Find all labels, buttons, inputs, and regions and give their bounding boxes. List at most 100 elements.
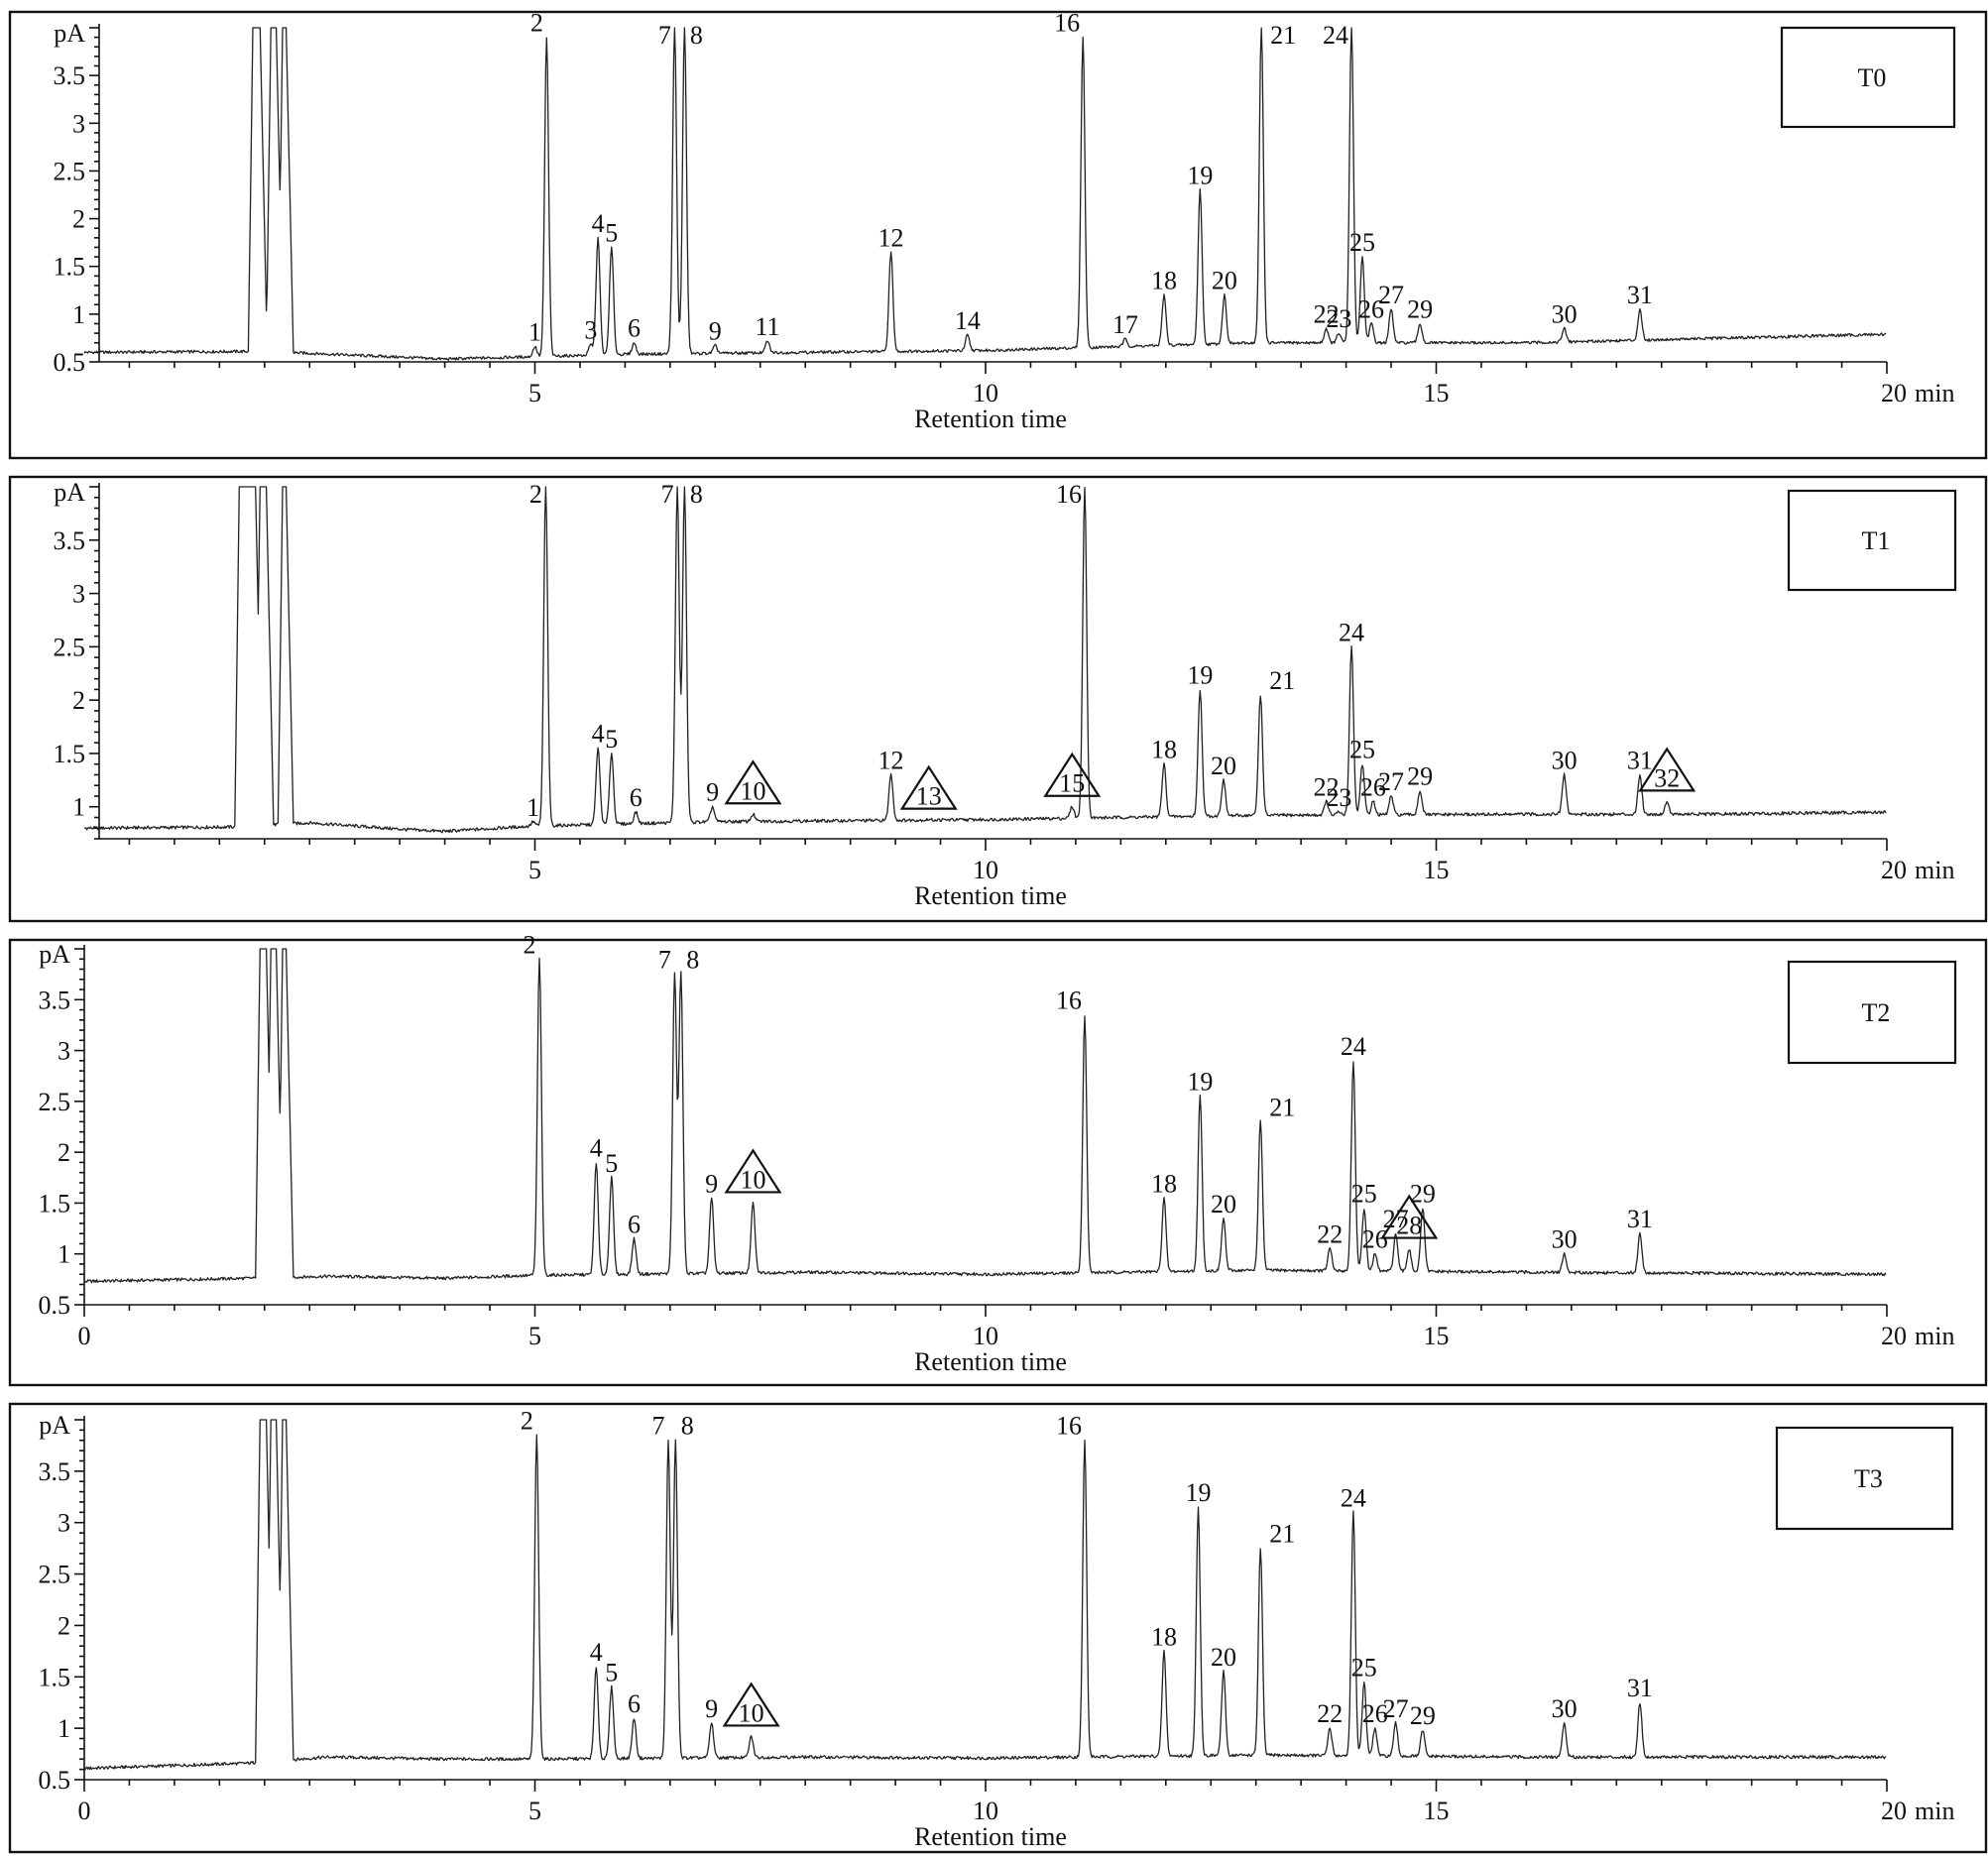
x-tick-label: 20 xyxy=(1881,856,1907,884)
peak-label: 6 xyxy=(628,1210,641,1238)
peak-label: 5 xyxy=(605,218,618,247)
peak-label: 10 xyxy=(739,1698,764,1727)
peak-label: 22 xyxy=(1314,299,1340,328)
sample-tag-box xyxy=(1787,960,1957,1065)
sample-tag-label: T1 xyxy=(1862,526,1891,555)
y-tick-label: 2 xyxy=(72,205,85,234)
peak-label: 30 xyxy=(1552,1694,1578,1723)
peak-label: 23 xyxy=(1326,783,1351,812)
peak-label: 20 xyxy=(1211,1190,1236,1219)
x-tick-label: 15 xyxy=(1424,379,1450,407)
x-tick-label: 10 xyxy=(973,379,998,407)
peak-label: 28 xyxy=(1396,1212,1422,1240)
peak-label: 16 xyxy=(1054,9,1080,38)
peak-label: 8 xyxy=(690,480,703,509)
peak-label: 17 xyxy=(1112,310,1138,339)
y-tick-label: 2.5 xyxy=(39,1561,71,1589)
x-axis-unit: min xyxy=(1915,1322,1954,1350)
peak-label: 5 xyxy=(605,725,618,754)
y-tick-label: 3.5 xyxy=(39,1457,71,1486)
peak-label: 13 xyxy=(916,782,942,811)
panel-frame xyxy=(8,10,1988,460)
peak-label: 22 xyxy=(1314,772,1340,801)
new-compound-marker-icon xyxy=(1043,752,1102,797)
peak-label: 9 xyxy=(706,778,719,807)
x-axis-label: Retention time xyxy=(914,1822,1067,1851)
peak-label: 9 xyxy=(705,1694,718,1723)
new-compound-marker-icon xyxy=(1638,747,1696,792)
x-tick-label: 10 xyxy=(973,1797,998,1825)
peak-label: 7 xyxy=(661,480,674,509)
new-compound-marker-icon xyxy=(722,1682,780,1727)
x-tick-label: 0 xyxy=(78,1797,91,1825)
peak-label: 16 xyxy=(1056,1412,1082,1441)
x-tick-label: 15 xyxy=(1424,1797,1450,1825)
peak-label: 2 xyxy=(529,480,542,509)
peak-label: 21 xyxy=(1269,1520,1295,1549)
x-tick-label: 10 xyxy=(973,856,998,884)
x-tick-label: 0 xyxy=(78,1322,91,1350)
peak-label: 20 xyxy=(1211,752,1236,780)
y-tick-label: 3.5 xyxy=(54,526,86,555)
peak-label: 16 xyxy=(1056,987,1082,1015)
peak-label: 21 xyxy=(1270,21,1296,50)
peak-label: 31 xyxy=(1627,746,1653,774)
peak-label: 12 xyxy=(878,223,904,252)
y-tick-label: 2.5 xyxy=(54,633,86,661)
peak-label: 18 xyxy=(1151,267,1177,295)
peak-label: 2 xyxy=(521,1407,533,1436)
peak-label: 31 xyxy=(1627,281,1653,309)
y-axis-label: pA xyxy=(54,19,85,48)
x-axis-unit: min xyxy=(1915,856,1954,884)
y-tick-label: 0.5 xyxy=(54,348,86,377)
x-tick-label: 5 xyxy=(528,1322,541,1350)
peak-label: 22 xyxy=(1317,1699,1343,1728)
peak-label: 7 xyxy=(658,21,671,50)
peak-label: 9 xyxy=(709,317,722,346)
panel-frame xyxy=(8,475,1988,923)
y-tick-label: 3 xyxy=(72,109,85,138)
y-tick-label: 2 xyxy=(58,1138,70,1167)
chromatogram-trace xyxy=(83,1419,1887,1771)
peak-label: 11 xyxy=(755,312,779,341)
peak-label: 25 xyxy=(1351,1180,1377,1209)
peak-label: 4 xyxy=(590,1638,603,1667)
peak-label: 10 xyxy=(740,1165,765,1194)
y-tick-label: 2.5 xyxy=(39,1088,71,1116)
peak-label: 26 xyxy=(1360,772,1386,801)
peak-label: 7 xyxy=(658,946,671,975)
new-compound-marker-icon xyxy=(899,764,958,810)
peak-label: 4 xyxy=(592,720,605,749)
peak-label: 9 xyxy=(705,1169,718,1198)
y-tick-label: 1.5 xyxy=(39,1189,71,1218)
y-tick-label: 2 xyxy=(72,686,85,715)
peak-label: 25 xyxy=(1351,1653,1377,1682)
y-tick-label: 1 xyxy=(58,1240,70,1269)
x-tick-label: 5 xyxy=(528,856,541,884)
peak-label: 10 xyxy=(740,776,765,805)
x-axis-unit: min xyxy=(1915,1797,1954,1825)
peak-label: 6 xyxy=(628,1689,641,1718)
peak-label: 24 xyxy=(1341,1483,1366,1512)
peak-label: 19 xyxy=(1187,660,1213,689)
peak-label: 14 xyxy=(955,306,981,335)
peak-label: 29 xyxy=(1410,1180,1436,1209)
peak-label: 23 xyxy=(1326,304,1351,333)
peak-label: 4 xyxy=(592,209,605,238)
y-tick-label: 3.5 xyxy=(54,61,86,90)
peak-label: 1 xyxy=(528,318,541,347)
peak-label: 30 xyxy=(1552,746,1578,774)
peak-label: 22 xyxy=(1317,1220,1343,1249)
y-tick-label: 3.5 xyxy=(39,986,71,1014)
peak-label: 7 xyxy=(652,1412,665,1441)
sample-tag-box xyxy=(1787,489,1957,592)
peak-label: 25 xyxy=(1349,736,1375,764)
x-tick-label: 15 xyxy=(1424,1322,1450,1350)
sample-tag-box xyxy=(1780,26,1956,129)
peak-label: 2 xyxy=(524,930,536,959)
y-tick-label: 3 xyxy=(58,1037,70,1066)
